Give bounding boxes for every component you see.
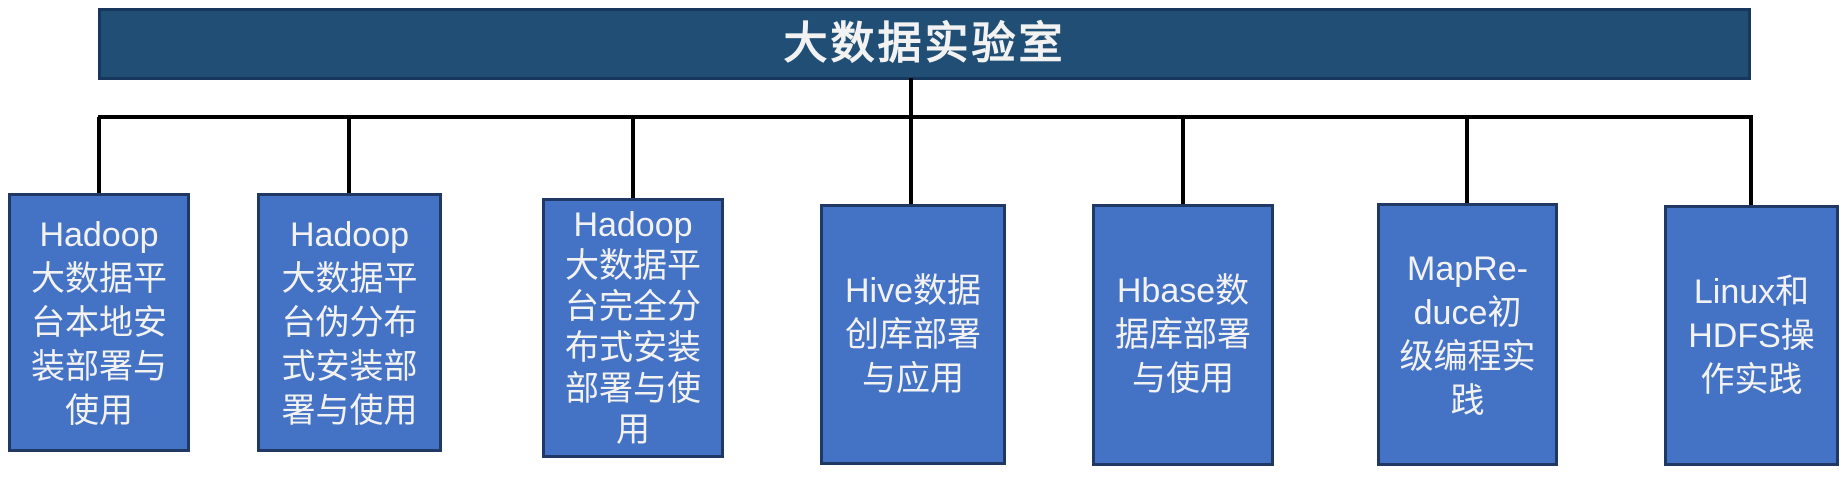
node-text-line: Hive数据: [844, 271, 982, 310]
connector-drop-7: [1749, 117, 1753, 207]
node-text-line: Hadoop: [573, 206, 693, 244]
node-text-line: 台完全分: [565, 288, 701, 326]
connector-drop-6: [1465, 117, 1469, 205]
node-text-line: 大数据平: [31, 259, 167, 298]
node-text-line: 创库部署: [845, 315, 981, 354]
node-text-line: 部署与使: [565, 370, 701, 408]
diagram-title: 大数据实验室: [783, 19, 1066, 68]
node-text-line: 作实践: [1700, 360, 1803, 399]
root-node-title-bar: 大数据实验室: [98, 8, 1751, 80]
connector-drop-3: [631, 117, 635, 200]
node-text-line: 大数据平: [565, 247, 701, 285]
connector-drop-5: [1181, 117, 1185, 206]
node-text-line: 与使用: [1132, 360, 1234, 398]
node-text-line: 式安装部: [281, 347, 418, 386]
node-text-line: Hadoop: [289, 215, 410, 254]
connector-stem: [909, 78, 913, 206]
node-text-line: HDFS操: [1688, 316, 1815, 355]
node-text-line: 使用: [65, 391, 133, 430]
connector-drop-2: [347, 117, 351, 195]
node-text-line: Linux和: [1693, 272, 1810, 311]
node-text-line: 与应用: [862, 359, 964, 398]
node-hadoop-fully-distributed-install: Hadoop 大数据平 台完全分 布式安装 部署与使 用: [542, 198, 724, 458]
node-text-line: 大数据平: [281, 259, 418, 298]
node-hadoop-pseudo-distributed-install: Hadoop 大数据平 台伪分布 式安装部 署与使用: [257, 193, 442, 452]
node-mapreduce-programming-practice: MapRe- duce初 级编程实 践: [1377, 203, 1558, 466]
node-text-line: 用: [616, 411, 650, 449]
node-text-line: Hbase数: [1116, 272, 1250, 310]
connector-drop-1: [97, 117, 101, 195]
node-hive-deploy-apply: Hive数据 创库部署 与应用: [820, 204, 1006, 465]
node-text-line: 布式安装: [565, 329, 701, 367]
node-linux-hdfs-practice: Linux和 HDFS操 作实践: [1664, 205, 1839, 466]
connector-horizontal: [98, 115, 1753, 119]
node-text-line: 据库部署: [1115, 316, 1251, 354]
node-text-line: 署与使用: [281, 391, 418, 430]
node-text-line: duce初: [1413, 293, 1522, 332]
node-text-line: 装部署与: [31, 347, 167, 386]
node-hadoop-local-install: Hadoop 大数据平 台本地安 装部署与 使用: [8, 193, 190, 452]
node-text-line: 台伪分布: [281, 303, 418, 342]
node-text-line: 践: [1450, 381, 1485, 420]
node-text-line: MapRe-: [1407, 249, 1528, 288]
node-text-line: 级编程实: [1399, 337, 1536, 376]
node-text-line: 台本地安: [31, 303, 167, 342]
node-hbase-deploy-use: Hbase数 据库部署 与使用: [1092, 204, 1274, 466]
node-text-line: Hadoop: [39, 215, 159, 254]
